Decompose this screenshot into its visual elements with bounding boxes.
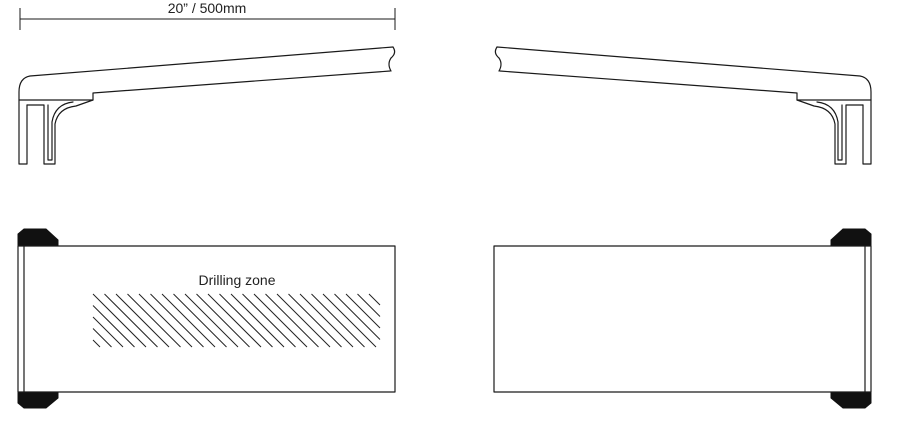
hatch-line — [127, 293, 181, 348]
profile-right-outline — [496, 46, 872, 101]
dimension-line: 20” / 500mm — [19, 0, 396, 30]
hatch-line — [265, 293, 319, 348]
top-view-left: Drilling zone — [17, 228, 396, 409]
end-cap-bottom-right — [830, 391, 872, 409]
profile-right-break — [494, 46, 502, 72]
hatch-line — [253, 293, 308, 348]
hatch-line — [207, 293, 262, 348]
drilling-zone-label: Drilling zone — [198, 272, 275, 288]
hatch-line — [161, 293, 216, 348]
hatch-line — [357, 293, 381, 317]
hatch-line — [288, 293, 342, 348]
side-profile-right — [494, 46, 872, 165]
hatch-line — [334, 293, 381, 340]
profile-right-leg-outer — [862, 99, 872, 165]
drilling-zone-hatch — [92, 293, 381, 348]
hatch-line — [104, 293, 158, 348]
hatch-line — [92, 339, 101, 348]
profile-left-leg-inner — [26, 99, 94, 165]
hatch-line — [219, 293, 273, 348]
hatch-line — [150, 293, 204, 348]
hatch-line — [299, 293, 354, 348]
profile-right-leg-inner — [796, 99, 864, 165]
profile-left-break — [388, 46, 396, 72]
hatch-line — [138, 293, 193, 348]
hatch-line — [230, 293, 285, 348]
hatch-line — [196, 293, 250, 348]
end-cap-top-right — [830, 228, 872, 247]
sill-body-left — [17, 245, 396, 393]
hatch-line — [92, 316, 124, 348]
hatch-line — [92, 305, 135, 348]
profile-left-outline — [18, 46, 394, 101]
hatch-line — [173, 293, 227, 348]
hatch-line — [368, 293, 381, 306]
side-profile-left — [18, 46, 396, 165]
hatch-line — [92, 328, 112, 348]
sill-body-right — [493, 245, 872, 393]
end-cap-bottom-left — [17, 391, 59, 409]
hatch-line — [322, 293, 377, 348]
profile-right-groove — [816, 101, 843, 161]
profile-left-groove — [47, 101, 74, 161]
hatch-line — [345, 293, 381, 329]
profile-left-leg-outer — [18, 99, 28, 165]
end-cap-top-left — [17, 228, 59, 247]
hatch-line — [115, 293, 170, 348]
hatch-line — [276, 293, 331, 348]
top-view-right — [493, 228, 872, 409]
hatch-line — [92, 293, 147, 348]
hatch-line — [184, 293, 239, 348]
dimension-label: 20” / 500mm — [168, 0, 247, 16]
hatch-line — [242, 293, 296, 348]
hatch-line — [311, 293, 365, 348]
